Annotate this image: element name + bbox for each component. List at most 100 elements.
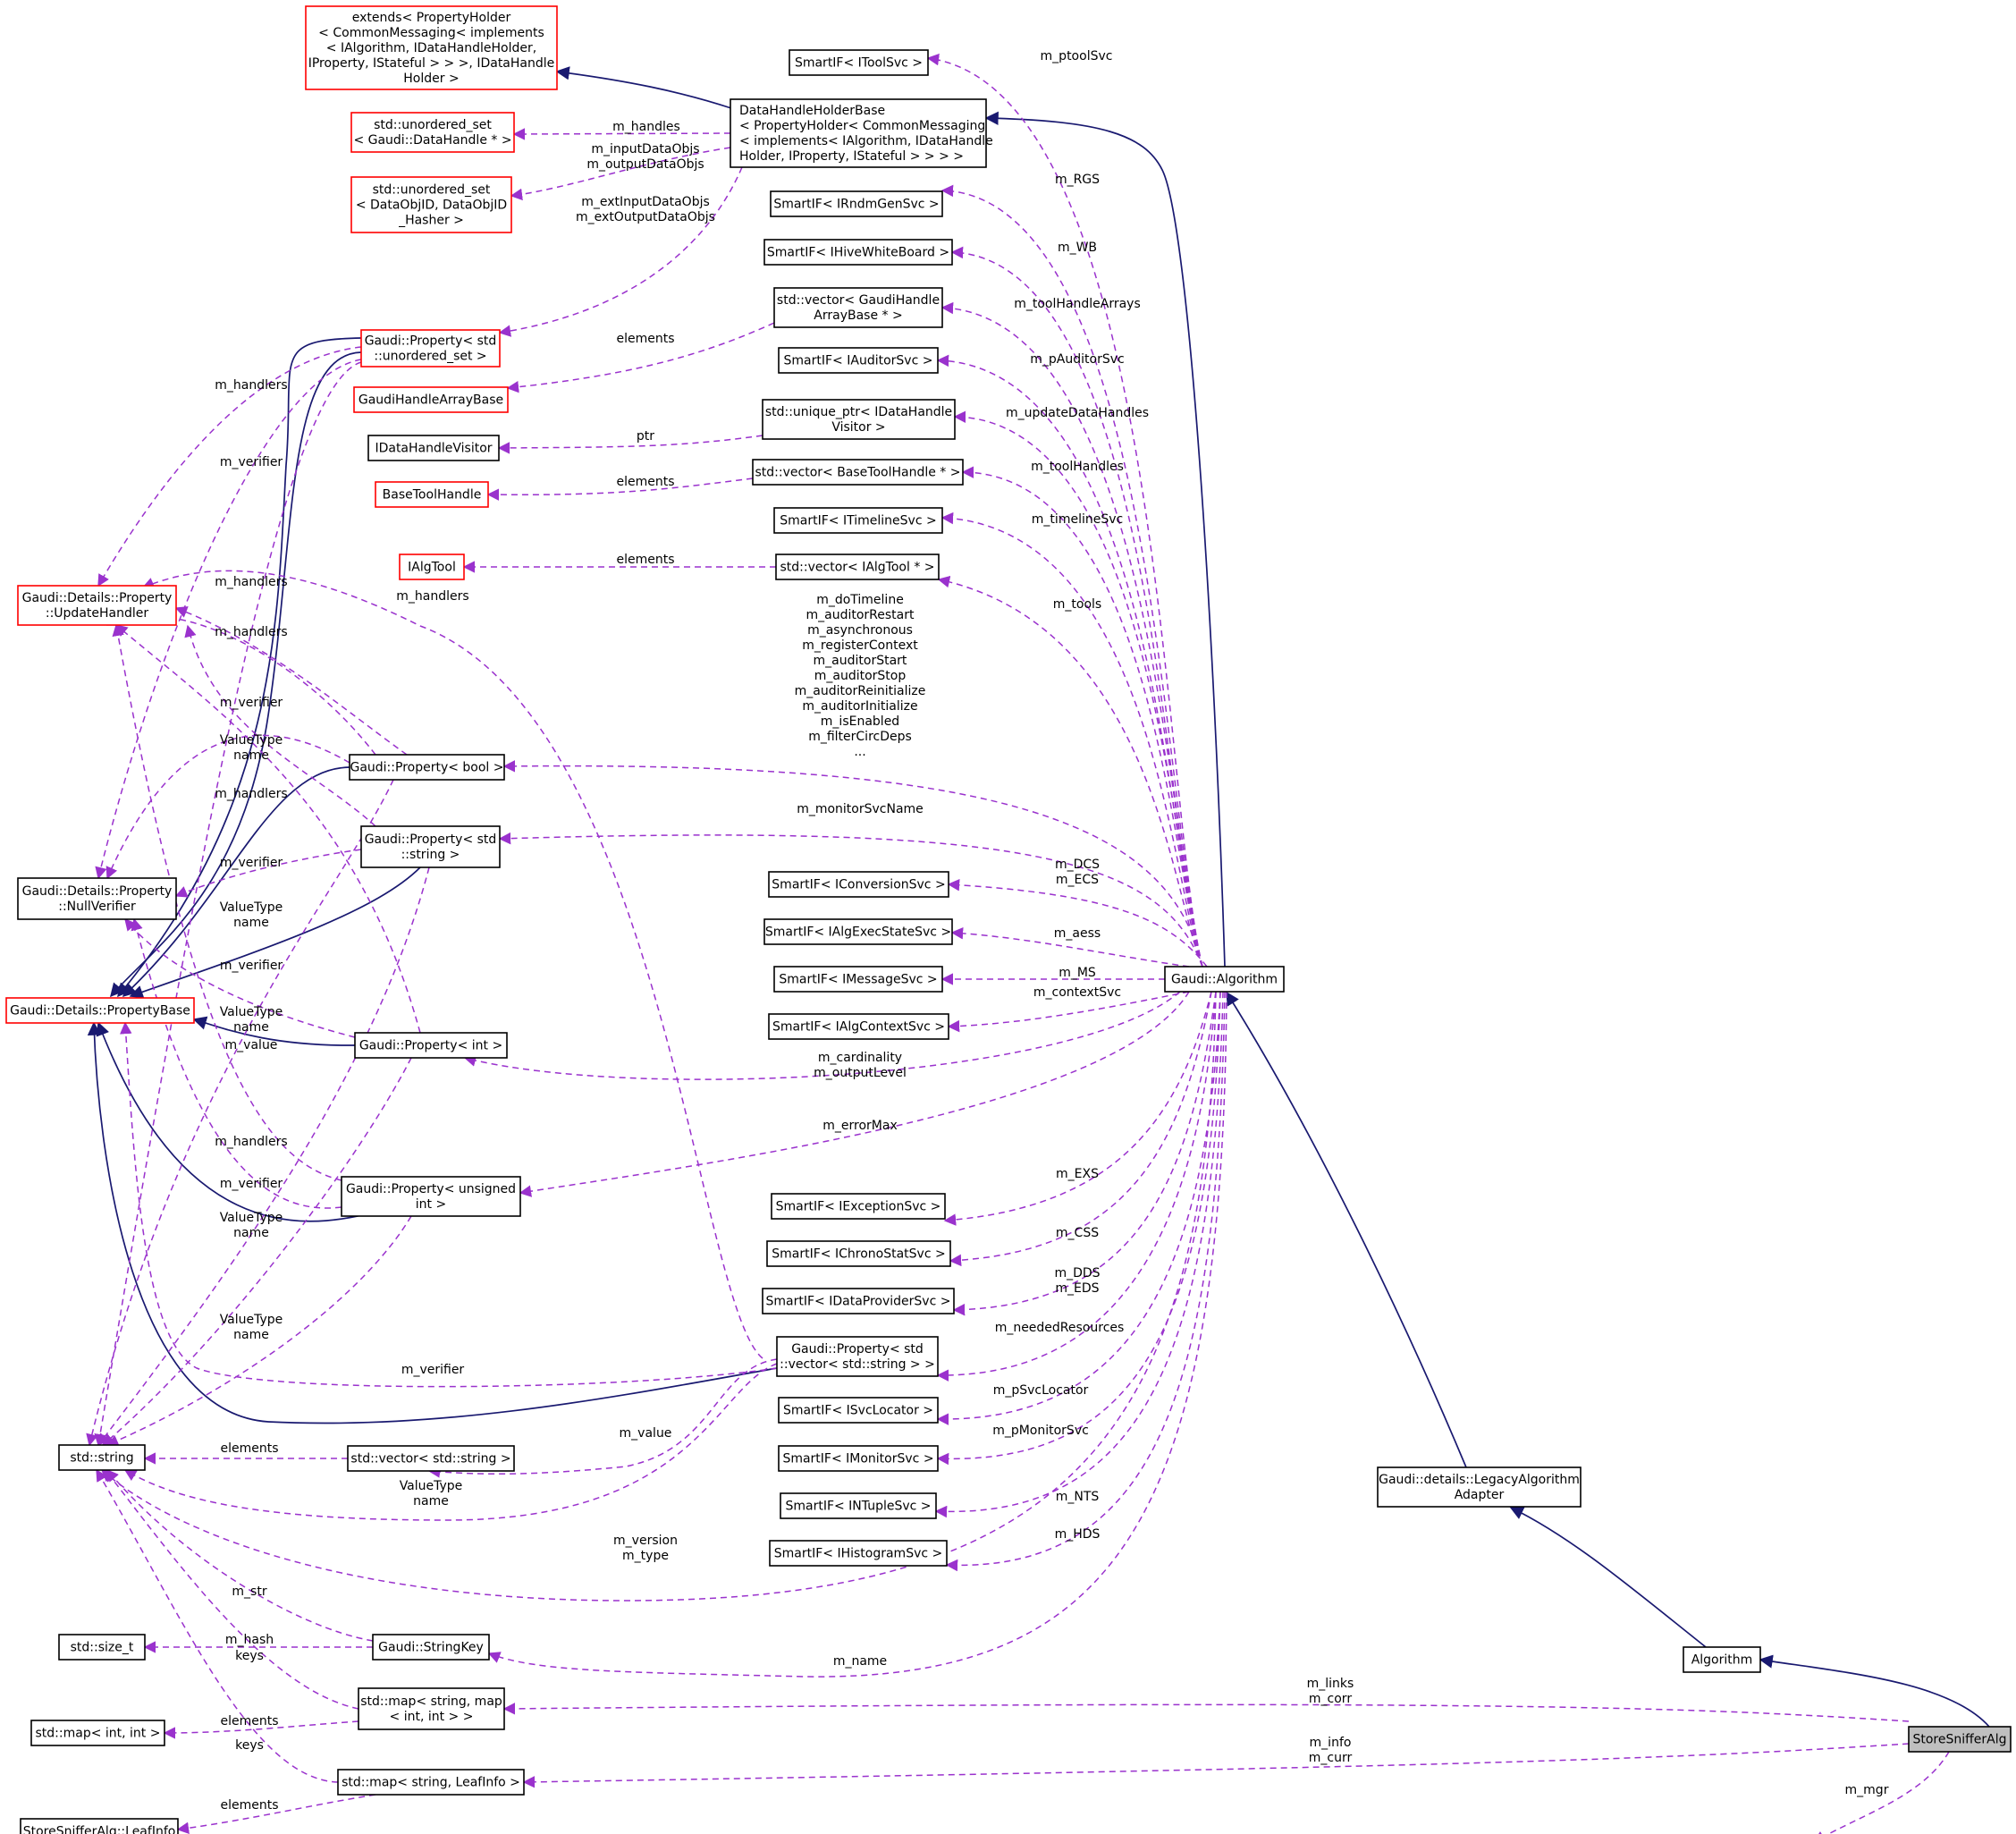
class-node-ctx[interactable]: SmartIF< IAlgContextSvc > [768,1013,949,1040]
edge-label: m_links [1307,1677,1354,1691]
node-box [768,871,949,898]
class-node-prop-bool[interactable]: Gaudi::Property< bool > [349,754,505,781]
class-node-prop-uset[interactable]: Gaudi::Property< std::unordered_set > [360,329,501,368]
class-node-exc[interactable]: SmartIF< IExceptionSvc > [771,1193,946,1220]
class-node-rndm[interactable]: SmartIF< IRndmGenSvc > [770,190,943,217]
edge-label: m_DCS [1055,858,1100,872]
class-node-algorithm[interactable]: Algorithm [1683,1646,1761,1673]
class-node-prop-str[interactable]: Gaudi::Property< std::string > [360,825,501,868]
class-node-idhv[interactable]: IDataHandleVisitor [367,435,500,461]
node-box [780,1492,937,1519]
class-node-aes[interactable]: SmartIF< IAlgExecStateSvc > [763,918,953,945]
edge-label: m_contextSvc [1033,985,1121,1000]
usage-edge [519,991,1190,1197]
usage-edge [96,1468,339,1783]
usage-edge [100,991,1217,1602]
class-node-gaudialg[interactable]: Gaudi::Algorithm [1164,966,1285,993]
node-label: Gaudi::Details::Property [22,591,173,605]
class-node-timeline[interactable]: SmartIF< ITimelineSvc > [773,507,943,534]
class-node-vec-bth[interactable]: std::vector< BaseToolHandle * > [752,459,964,486]
class-node-sizet[interactable]: std::size_t [58,1634,146,1661]
class-node-pbase[interactable]: Gaudi::Details::PropertyBase [5,997,195,1024]
edge-label: m_MS [1059,966,1096,980]
class-node-map-leaf[interactable]: std::map< string, LeafInfo > [337,1769,525,1796]
class-node-hist[interactable]: SmartIF< IHistogramSvc > [769,1540,948,1567]
class-node-strkey[interactable]: Gaudi::StringKey [372,1634,490,1661]
edge-label: ValueType [220,1005,283,1019]
edge-label: m_handlers [396,589,468,604]
node-label: SmartIF< ITimelineSvc > [780,514,936,528]
node-box [775,554,940,580]
node-box [349,754,505,781]
node-label: std::unordered_set [374,118,492,132]
edge-label: m_WB [1058,241,1097,255]
node-box [730,98,987,168]
usage-edge [934,991,1224,1518]
node-label: SmartIF< IExceptionSvc > [776,1200,941,1214]
class-node-nullv[interactable]: Gaudi::Details::Property::NullVerifier [17,877,177,920]
class-node-auditor[interactable]: SmartIF< IAuditorSvc > [778,347,939,374]
node-box [17,585,177,626]
edge-label: elements [220,1441,278,1456]
node-label: SmartIF< IAlgExecStateSvc > [765,925,951,940]
node-label: _Hasher > [398,214,464,228]
class-node-gha-base[interactable]: GaudiHandleArrayBase [353,386,509,413]
inheritance-edge [87,1021,778,1424]
class-node-svcloc[interactable]: SmartIF< ISvcLocator > [778,1397,939,1424]
node-label: ::vector< std::string > > [780,1357,935,1372]
class-node-mon[interactable]: SmartIF< IMonitorSvc > [778,1445,939,1472]
node-box [773,507,943,534]
class-node-stdstring[interactable]: std::string [58,1444,146,1471]
class-node-uset-doid[interactable]: std::unordered_set< DataObjID, DataObjID… [350,176,512,233]
usage-edge [112,623,342,1181]
node-box [399,554,465,580]
class-node-ntuple[interactable]: SmartIF< INTupleSvc > [780,1492,937,1519]
class-node-chrono[interactable]: SmartIF< IChronoStatSvc > [766,1240,951,1267]
node-box [776,1336,939,1377]
node-box [770,190,943,217]
class-node-map-ii[interactable]: std::map< int, int > [30,1720,165,1746]
edge-label: m_inputDataObjs [591,142,699,156]
class-node-conv[interactable]: SmartIF< IConversionSvc > [768,871,949,898]
edge-label: m_neededResources [995,1321,1125,1335]
usage-edge [506,322,775,393]
node-box [5,997,195,1024]
edge-label: m_ptoolSvc [1041,49,1113,63]
class-node-vec-iat[interactable]: std::vector< IAlgTool * > [775,554,940,580]
edge-label: elements [220,1798,278,1813]
class-node-leafinfo[interactable]: StoreSnifferAlg::LeafInfo [20,1818,179,1834]
class-node-msg[interactable]: SmartIF< IMessageSvc > [773,966,943,993]
inheritance-edge [96,1021,376,1222]
class-node-uset-dh[interactable]: std::unordered_set< Gaudi::DataHandle * … [350,112,515,153]
class-node-dprov[interactable]: SmartIF< IDataProviderSvc > [762,1288,955,1314]
usage-edge [936,354,1203,968]
class-node-storesniffer[interactable]: StoreSnifferAlg [1908,1726,2012,1753]
node-box [360,825,501,868]
class-node-prop-vec[interactable]: Gaudi::Property< std::vector< std::strin… [776,1336,939,1377]
class-node-map-map[interactable]: std::map< string, map< int, int > > [358,1687,505,1730]
edge-label: ValueType [220,1313,283,1327]
node-label: IAlgTool [408,561,456,575]
class-node-vec-str[interactable]: std::vector< std::string > [347,1445,515,1472]
class-node-hivewb[interactable]: SmartIF< IHiveWhiteBoard > [763,239,953,266]
class-node-vec-gha[interactable]: std::vector< GaudiHandleArrayBase * > [773,287,943,328]
edge-label: name [233,1020,269,1035]
node-label: Gaudi::Details::Property [22,884,173,899]
class-node-dhhb[interactable]: DataHandleHolderBase< PropertyHolder< Co… [730,98,993,168]
class-node-basetool[interactable]: BaseToolHandle [375,481,489,508]
class-node-prop-int[interactable]: Gaudi::Property< int > [354,1032,508,1059]
edge-label: m_auditorReinitialize [795,684,926,698]
node-label: < implements< IAlgorithm, IDataHandle [739,134,993,148]
edge-label: m_NTS [1056,1490,1100,1504]
node-box [778,1445,939,1472]
node-label: Gaudi::StringKey [378,1641,484,1655]
node-box [358,1687,505,1730]
class-node-extends[interactable]: extends< PropertyHolder< CommonMessaging… [305,5,558,90]
class-node-upd[interactable]: Gaudi::Details::Property::UpdateHandler [17,585,177,626]
class-node-toolsvc[interactable]: SmartIF< IToolSvc > [789,49,929,76]
class-node-ialgtool[interactable]: IAlgTool [399,554,465,580]
class-node-uptr[interactable]: std::unique_ptr< IDataHandleVisitor > [762,399,956,440]
node-label: SmartIF< IToolSvc > [795,56,923,71]
